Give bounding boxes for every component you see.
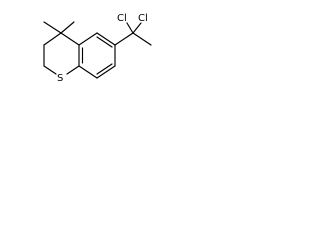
bond-c6-cquat <box>114 32 134 46</box>
bonds <box>43 21 152 79</box>
bond-c4a-c5 <box>78 32 98 46</box>
bond-c4-methyl-1 <box>43 21 62 34</box>
bond-c4-c3 <box>43 32 62 46</box>
sulfur-label: S <box>57 73 63 84</box>
bond-c5-c6 <box>96 32 116 46</box>
bond-c2-s <box>43 65 57 75</box>
bond-c7-c8-inner <box>96 63 113 75</box>
bond-c4-c4a <box>60 32 80 46</box>
bond-c8-c8a <box>78 65 98 79</box>
bond-c4-methyl-2 <box>60 21 75 34</box>
bond-cquat-methyl <box>132 32 152 46</box>
bond-s-c8a <box>66 65 80 75</box>
bond-c5-c6-inner <box>96 36 113 48</box>
chlorine-label-left: Cl <box>117 13 127 24</box>
bond-cquat-cl-left <box>126 22 134 34</box>
chlorine-label-right: Cl <box>138 13 148 24</box>
bond-cquat-cl-right <box>132 22 142 34</box>
chemical-structure: Cl Cl S <box>43 13 152 84</box>
bond-c7-c8 <box>96 65 116 79</box>
atom-labels: Cl Cl S <box>57 13 148 84</box>
